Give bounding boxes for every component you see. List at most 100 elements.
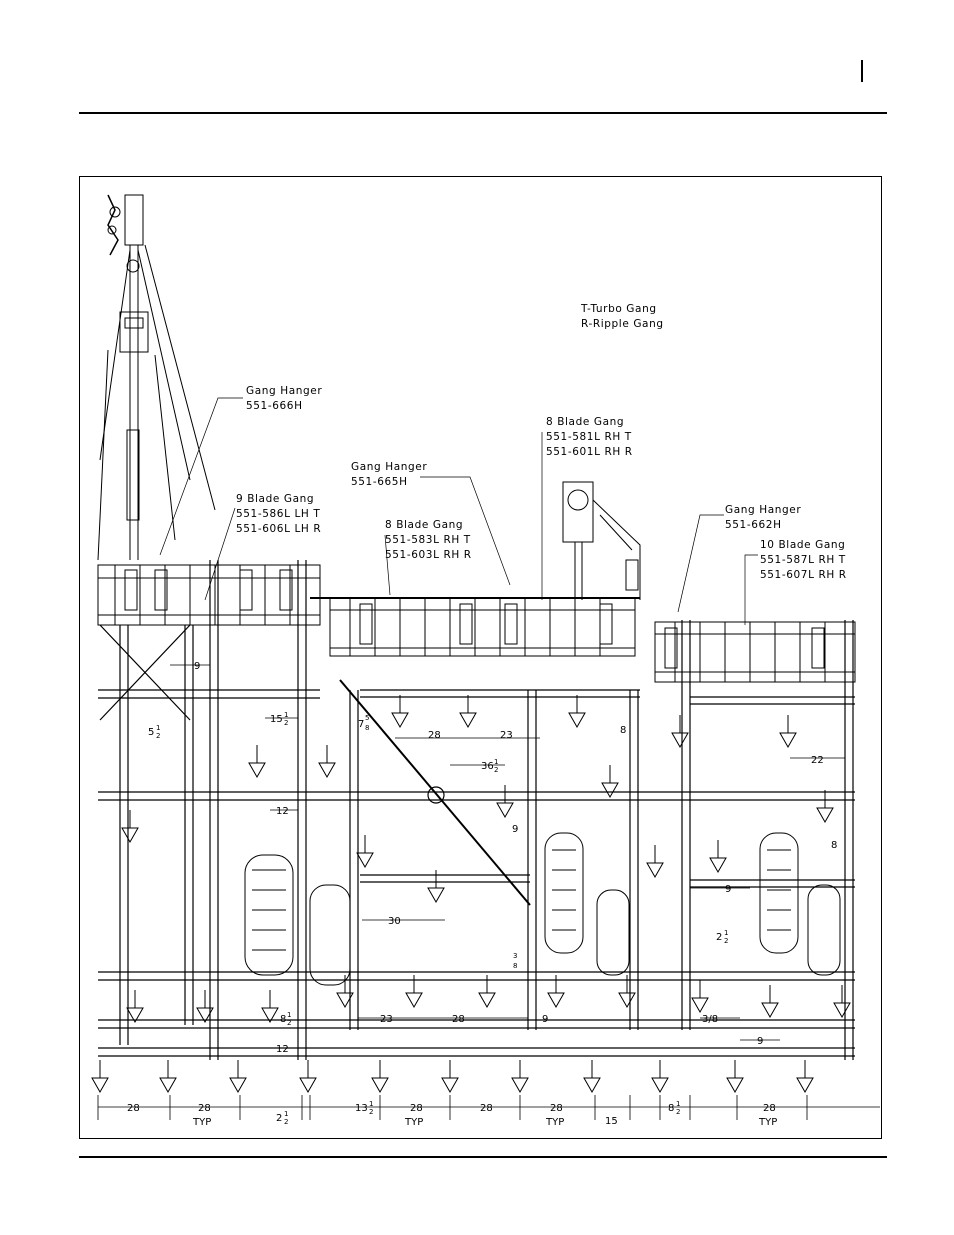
- callout-blade10-title: 10 Blade Gang: [760, 539, 845, 551]
- bottom-dim: 8: [668, 1103, 674, 1114]
- callout-blade10-t: 551-587L RH T: [760, 554, 846, 566]
- tine-shank: [196, 990, 214, 1024]
- leader-lines: [159, 397, 758, 625]
- dim-fraction: 1: [156, 724, 160, 732]
- callout-blade10-r: 551-607L RH R: [760, 569, 847, 581]
- dim-label: 12: [276, 806, 289, 817]
- tine-shank: [459, 695, 477, 729]
- front-gang-left: [97, 564, 321, 626]
- dim-fraction: 1: [284, 711, 288, 719]
- dim-label: 22: [811, 755, 824, 766]
- callout-blade8a-title: 8 Blade Gang: [385, 519, 463, 531]
- bottom-dim-typ: TYP: [545, 1117, 564, 1128]
- tine-shank: [248, 745, 266, 779]
- tine-shank: [405, 975, 423, 1009]
- dim-label: 15: [270, 714, 283, 725]
- tine-shank: [121, 810, 139, 844]
- legend-ripple: R-Ripple Gang: [581, 318, 664, 330]
- dim-label: 9: [757, 1036, 763, 1047]
- callout-hanger-662-title: Gang Hanger: [725, 504, 801, 516]
- tine-shank: [229, 1060, 247, 1094]
- dim-fraction: 2: [284, 719, 288, 727]
- dim-fraction: 2: [156, 732, 160, 740]
- dimension-lines: [97, 664, 880, 1120]
- dim-fraction: 3: [513, 952, 517, 960]
- tine-shank: [159, 1060, 177, 1094]
- tine-shank: [356, 835, 374, 869]
- bottom-dim: 28: [550, 1103, 563, 1114]
- dim-label: 2: [716, 932, 722, 943]
- dim-fraction: 2: [287, 1019, 291, 1027]
- dim-label: 9: [542, 1014, 548, 1025]
- tine-shank: [371, 1060, 389, 1094]
- dim-fraction: 2: [494, 766, 498, 774]
- tine-shank: [547, 975, 565, 1009]
- dim-label: 5: [148, 727, 154, 738]
- callout-hanger-666-title: Gang Hanger: [246, 385, 322, 397]
- dim-fraction: 1: [284, 1110, 288, 1118]
- dim-fraction: 5: [365, 714, 369, 722]
- header-rule: [79, 112, 887, 114]
- tine-shank: [779, 715, 797, 749]
- bottom-dim: 28: [410, 1103, 423, 1114]
- tine-shank: [601, 765, 619, 799]
- callout-hanger-666-part: 551-666H: [246, 400, 303, 412]
- dim-label: 23: [500, 730, 513, 741]
- dim-fraction: 1: [494, 758, 498, 766]
- dim-label: 23: [380, 1014, 393, 1025]
- bottom-dim-typ: TYP: [192, 1117, 211, 1128]
- dim-label: 28: [452, 1014, 465, 1025]
- drawing-frame: [79, 176, 882, 1139]
- tine-shank: [336, 975, 354, 1009]
- front-gang-center: [310, 597, 640, 657]
- dim-label: 8: [620, 725, 626, 736]
- tine-shank: [91, 1060, 109, 1094]
- bottom-dim: 28: [198, 1103, 211, 1114]
- callout-blade8a-t: 551-583L RH T: [385, 534, 471, 546]
- callout-blade9-title: 9 Blade Gang: [236, 493, 314, 505]
- dim-label: 12: [276, 1044, 289, 1055]
- wheels: [244, 832, 841, 986]
- dim-label: 9: [194, 661, 200, 672]
- tine-shank: [511, 1060, 529, 1094]
- tine-shank: [318, 745, 336, 779]
- callout-hanger-662-part: 551-662H: [725, 519, 782, 531]
- callout-blade8b-t: 551-581L RH T: [546, 431, 632, 443]
- tine-shank: [496, 785, 514, 819]
- bottom-dim: 28: [127, 1103, 140, 1114]
- dim-fraction: 8: [513, 962, 517, 970]
- dim-fraction: 2: [724, 937, 728, 945]
- dim-label: 3/8: [702, 1014, 718, 1025]
- callout-hanger-665-title: Gang Hanger: [351, 461, 427, 473]
- dim-fraction: 8: [365, 724, 369, 732]
- legend-turbo: T-Turbo Gang: [580, 303, 657, 315]
- bottom-dim-typ: TYP: [404, 1117, 423, 1128]
- front-gang-right: [654, 621, 856, 683]
- lift-cylinder: [562, 481, 641, 600]
- callout-blade8b-title: 8 Blade Gang: [546, 416, 624, 428]
- dim-fraction: 2: [284, 1118, 288, 1126]
- tine-shank: [427, 870, 445, 904]
- dim-fraction: 2: [676, 1108, 680, 1116]
- header-marker: [861, 60, 863, 82]
- callout-blade8a-r: 551-603L RH R: [385, 549, 472, 561]
- tine-shank: [261, 990, 279, 1024]
- bottom-dim: 28: [763, 1103, 776, 1114]
- dim-label: 9: [512, 824, 518, 835]
- tine-shank: [478, 975, 496, 1009]
- footer-rule: [79, 1156, 887, 1158]
- dim-label: 30: [388, 916, 401, 927]
- tine-shank: [299, 1060, 317, 1094]
- tine-shank: [646, 845, 664, 879]
- tine-shank: [709, 840, 727, 874]
- bottom-dim: 28: [480, 1103, 493, 1114]
- tine-shank: [651, 1060, 669, 1094]
- dim-label: 9: [725, 884, 731, 895]
- tine-shank: [833, 985, 851, 1019]
- tine-shank: [726, 1060, 744, 1094]
- tine-shank: [618, 975, 636, 1009]
- callout-blade9-r: 551-606L LH R: [236, 523, 321, 535]
- dim-label: 36: [481, 761, 494, 772]
- bottom-dim: 15: [605, 1116, 618, 1127]
